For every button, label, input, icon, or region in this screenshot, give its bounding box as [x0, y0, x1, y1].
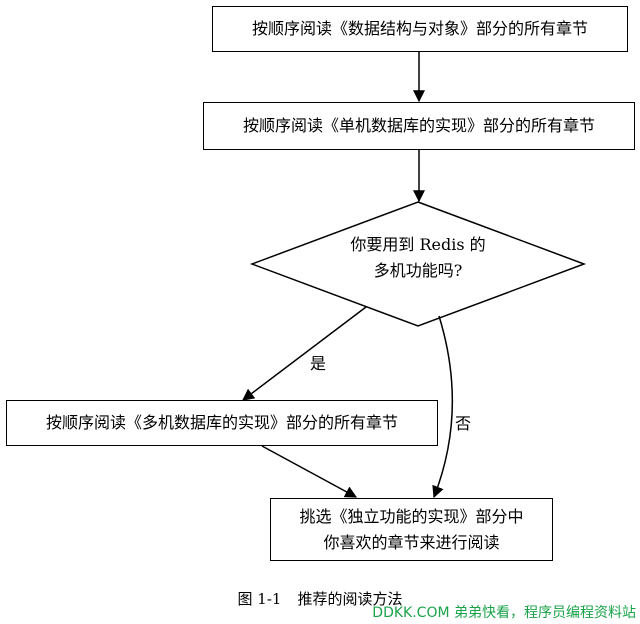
decision-line1: 你要用到 Redis 的 — [350, 235, 486, 254]
figure-caption: 图 1-1 推荐的阅读方法 — [0, 588, 640, 609]
step1-box: 按顺序阅读《数据结构与对象》部分的所有章节 — [212, 6, 628, 52]
step3-box: 按顺序阅读《多机数据库的实现》部分的所有章节 — [6, 400, 438, 446]
no-label: 否 — [455, 414, 472, 433]
step4-line1: 挑选《独立功能的实现》部分中 — [299, 506, 524, 526]
watermark-text: DDKK.COM 弟弟快看，程序员编程资料站 — [372, 605, 636, 621]
step1-text: 按顺序阅读《数据结构与对象》部分的所有章节 — [251, 19, 588, 38]
caption-title: 推荐的阅读方法 — [297, 590, 403, 608]
decision-diamond — [249, 201, 587, 327]
arrow-step3-to-step4 — [261, 445, 358, 498]
step4-box: 挑选《独立功能的实现》部分中 你喜欢的章节来进行阅读 — [270, 498, 553, 561]
arrow-no-branch — [432, 315, 454, 499]
yes-label: 是 — [310, 354, 327, 373]
step2-box: 按顺序阅读《单机数据库的实现》部分的所有章节 — [203, 102, 635, 150]
decision-text: 你要用到 Redis 的 多机功能吗? — [318, 232, 518, 284]
decision-line2: 多机功能吗? — [373, 261, 463, 280]
arrow-yes-branch — [242, 306, 367, 401]
step3-text: 按顺序阅读《多机数据库的实现》部分的所有章节 — [45, 413, 398, 432]
step4-line2: 你喜欢的章节来进行阅读 — [323, 532, 500, 552]
step2-text: 按顺序阅读《单机数据库的实现》部分的所有章节 — [242, 116, 595, 135]
caption-number: 图 1-1 — [237, 590, 282, 608]
